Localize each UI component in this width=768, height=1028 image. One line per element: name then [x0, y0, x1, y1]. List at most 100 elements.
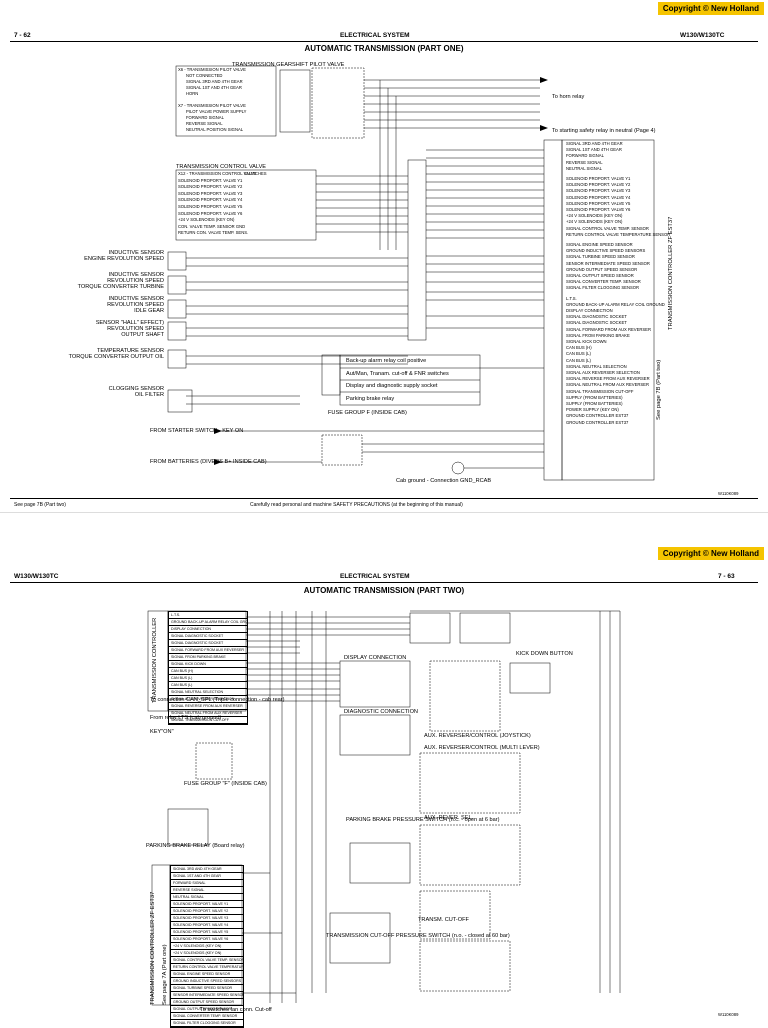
controller-pin: GROUND CONTROLLER EST37 [566, 413, 629, 419]
drawing-code: W110K089 [718, 491, 739, 496]
controller-pin: SIGNAL TURBINE SPEED SENSOR [171, 985, 243, 992]
controller-pin: SIGNAL CONTROL VALVE TEMP. SENSOR [171, 958, 243, 964]
controller-pin: SOLENOID PROPORT. VALVE Y1 [171, 901, 243, 908]
x6-pin-2: SIGNAL 3RD AND 4TH GEAR [186, 79, 243, 84]
display-connection-label: DISPLAY CONNECTION [344, 655, 407, 661]
controller-pin: CAN BUS (L) [566, 357, 591, 363]
to-starting-relay: To starting safety relay in neutral (Pag… [552, 128, 656, 134]
page-part-two: Copyright © New Holland W130/W130TC ELEC… [0, 512, 768, 1028]
selector-title: TRANSMISSION GEARSHIFT PILOT VALVE [232, 62, 345, 68]
controller-pin: SIGNAL AUX REVERSER SELECTION [566, 370, 640, 375]
controller-pin: SIGNAL DIAGNOSTIC SOCKET [566, 320, 627, 326]
controller-pin: SIGNAL FILTER CLOGGING SENSOR [566, 285, 640, 291]
model-name: W130/W130TC [680, 32, 725, 39]
from-batteries-label: FROM BATTERIES (DIVERS B+ INSIDE CAB) [150, 459, 267, 465]
drawing-code: W110K089 [718, 1012, 739, 1017]
controller-label-2: TRANSMISSION CONTROLLER ZF EST37 [150, 891, 156, 1005]
controller-pin: SOLENOID PROPORT. VALVE Y6 [171, 936, 243, 943]
controller-pin: NEUTRAL SIGNAL [566, 165, 602, 171]
controller-label: TRANSMISSION CONTROLLER [152, 617, 158, 703]
cab-ground-label: Cab ground - Connection GND_RCAB [396, 478, 492, 484]
controller-pin: SOLENOID PROPORT. VALVE Y5 [171, 929, 243, 936]
aux-reverser-2-label: AUX. REVERSER/CONTROL (MULTI LEVER) [424, 745, 540, 751]
controller-pin: RETURN CONTROL VALVE TEMPERATURE SENSOR [566, 231, 671, 237]
to-can-label: To connection CAN_SPL (Triple connection… [150, 697, 285, 703]
controller-pin: SIGNAL FROM PARKING BRAKE [169, 654, 247, 661]
see-page-label: See page 7A (Part one) [162, 944, 168, 1005]
x7-pin-4: NEUTRAL POSITION SIGNAL [186, 127, 244, 132]
controller-pin: SIGNAL CONTROL VALVE TEMP. SENSOR [566, 225, 649, 231]
controller-pin: REVERSE SIGNAL [171, 887, 243, 894]
controller-pin: DISPLAY CONNECTION [169, 626, 247, 633]
controller-pin: GROUND INDUCTIVE SPEED SENSORS [566, 248, 646, 254]
x6-pin-3: SIGNAL 1ST AND 4TH GEAR [186, 85, 242, 90]
controller-pin: CAN BUS (H) [566, 345, 592, 351]
x7-pin-2: FORWARD SIGNAL [186, 115, 224, 120]
x12-pin: SOLENOID PROPORT. VALVE Y3 [178, 190, 243, 196]
controller-pin: SIGNAL NEUTRAL FROM AUX REVERSER [566, 382, 649, 388]
tranm-cutoff-label: TRANSM. CUT-OFF [418, 917, 469, 923]
controller-pin: CAN BUS (L) [169, 682, 247, 689]
controller-pin: SOLENOID PROPORT. VALVE Y3 [566, 188, 631, 194]
aux-reverser-label: AUX. REVERSER/CONTROL (JOYSTICK) [424, 733, 531, 739]
x6-pin-1: NOT CONNECTED [186, 73, 223, 78]
from-starter-label: FROM STARTER SWITCH - KEY ON [150, 428, 244, 434]
section-title: ELECTRICAL SYSTEM [340, 32, 410, 39]
x12-pin: X12 - TRANSMISSION CONTROL VALVE [178, 171, 257, 176]
controller-pin: SIGNAL FORWARD FROM AUX REVERSER [566, 326, 652, 332]
controller-pin: RETURN CONTROL VALVE TEMPERATURE SENSOR [171, 965, 243, 971]
controller-label: TRANSMISSION CONTROLLER ZF EST37 [668, 216, 674, 330]
control-valve-title: TRANSMISSION CONTROL VALVE [176, 164, 267, 170]
sensor-label: CLOGGING SENSOR OIL FILTER [108, 386, 164, 399]
controller-pin: FORWARD SIGNAL [566, 153, 604, 159]
kick-down-label: KICK DOWN BUTTON [516, 651, 573, 657]
x6-pin-4: HORN [186, 91, 199, 96]
copyright-badge: Copyright © New Holland [657, 547, 764, 560]
controller-pin: GROUND BACK-UP ALARM RELAY COIL GROUND [566, 301, 665, 307]
diagram-title: AUTOMATIC TRANSMISSION (PART ONE) [304, 44, 464, 53]
controller-pin: SOLENOID PROPORT. VALVE Y4 [566, 194, 631, 200]
controller-pin: SOLENOID PROPORT. VALVE Y4 [171, 922, 243, 929]
controller-pin: SIGNAL 1ST AND 4TH GEAR [171, 873, 243, 880]
x7-pin-1: PILOT VALVE POWER SUPPLY [186, 109, 247, 114]
controller-pin: SIGNAL CONVERTER TEMP. SENSOR [171, 1013, 243, 1020]
x12-pin: +24 V SOLENOIDS (KEY ON) [178, 217, 235, 223]
x12-pin: SOLENOID PROPORT. VALVE Y1 [178, 177, 243, 183]
controller-pin: SIGNAL FROM PARKING BRAKE [566, 332, 630, 338]
see-page-label: See page 7B (Part two) [656, 359, 662, 420]
controller-pin: SUPPLY (FROM BATTERIES) [566, 394, 623, 400]
model-name: W130/W130TC [14, 573, 59, 580]
controller-pin: NEUTRAL SIGNAL [171, 894, 243, 901]
controller-pin: GROUND INDUCTIVE SPEED SENSORS [171, 979, 243, 985]
wiring-lines [167, 65, 655, 481]
controller-pin: SIGNAL REVERSE FROM AUX REVERSER [566, 376, 650, 382]
controller-pin: SIGNAL TRANSMISSION CUT-OFF [566, 388, 634, 394]
x12-pin: SOLENOID PROPORT. VALVE Y6 [178, 210, 243, 216]
page-number: 7 - 62 [14, 32, 31, 39]
controller-pin: SIGNAL ENGINE SPEED SENSOR [171, 971, 243, 978]
controller-pin: SIGNAL TURBINE SPEED SENSOR [566, 254, 635, 260]
controller-pin: SOLENOID PROPORT. VALVE Y6 [566, 207, 631, 212]
controller-pin: SOLENOID PROPORT. VALVE Y1 [566, 176, 631, 181]
controller-pin: GROUND OUTPUT SPEED SENSOR [566, 266, 638, 272]
to-horn-relay: To horn relay [552, 94, 585, 100]
controller-pin: +24 V SOLENOIDS (KEY ON) [566, 219, 623, 225]
controller-pin: +24 V SOLENOIDS (KEY ON) [171, 950, 243, 957]
section-title: ELECTRICAL SYSTEM [340, 573, 410, 580]
footer-center: Carefully read personal and machine SAFE… [250, 502, 463, 508]
x6-header: X6 - TRANSMISSION PILOT VALVE [178, 67, 246, 72]
controller-pin: SIGNAL NEUTRAL FROM AUX REVERSER [169, 710, 247, 717]
controller-pin: SENSOR INTERMEDIATE SPEED SENSOR [171, 993, 243, 999]
sensor-label: SENSOR "HALL" EFFECT) REVOLUTION SPEED O… [95, 320, 164, 339]
x12-pin: SOLENOID PROPORT. VALVE Y4 [178, 197, 243, 203]
diagnostic-connection-label: DIAGNOSTIC CONNECTION [344, 709, 418, 715]
controller-pin: SIGNAL KICK DOWN [169, 661, 247, 668]
from-lts-label: From relay LTS (cab ground) [150, 715, 222, 721]
to-switches-label: To switches fan conn. Cut-off [200, 1007, 272, 1013]
controller-pin: SIGNAL OUTPUT SPEED SENSOR [566, 273, 634, 278]
controller-pin: SOLENOID PROPORT. VALVE Y2 [566, 182, 631, 188]
parking-brake-relay-label: PARKING BRAKE RELAY (Board relay) [146, 843, 245, 849]
controller-pin: FORWARD SIGNAL [171, 880, 243, 887]
controller-pin: SIGNAL 1ST AND 4TH GEAR [566, 147, 622, 153]
